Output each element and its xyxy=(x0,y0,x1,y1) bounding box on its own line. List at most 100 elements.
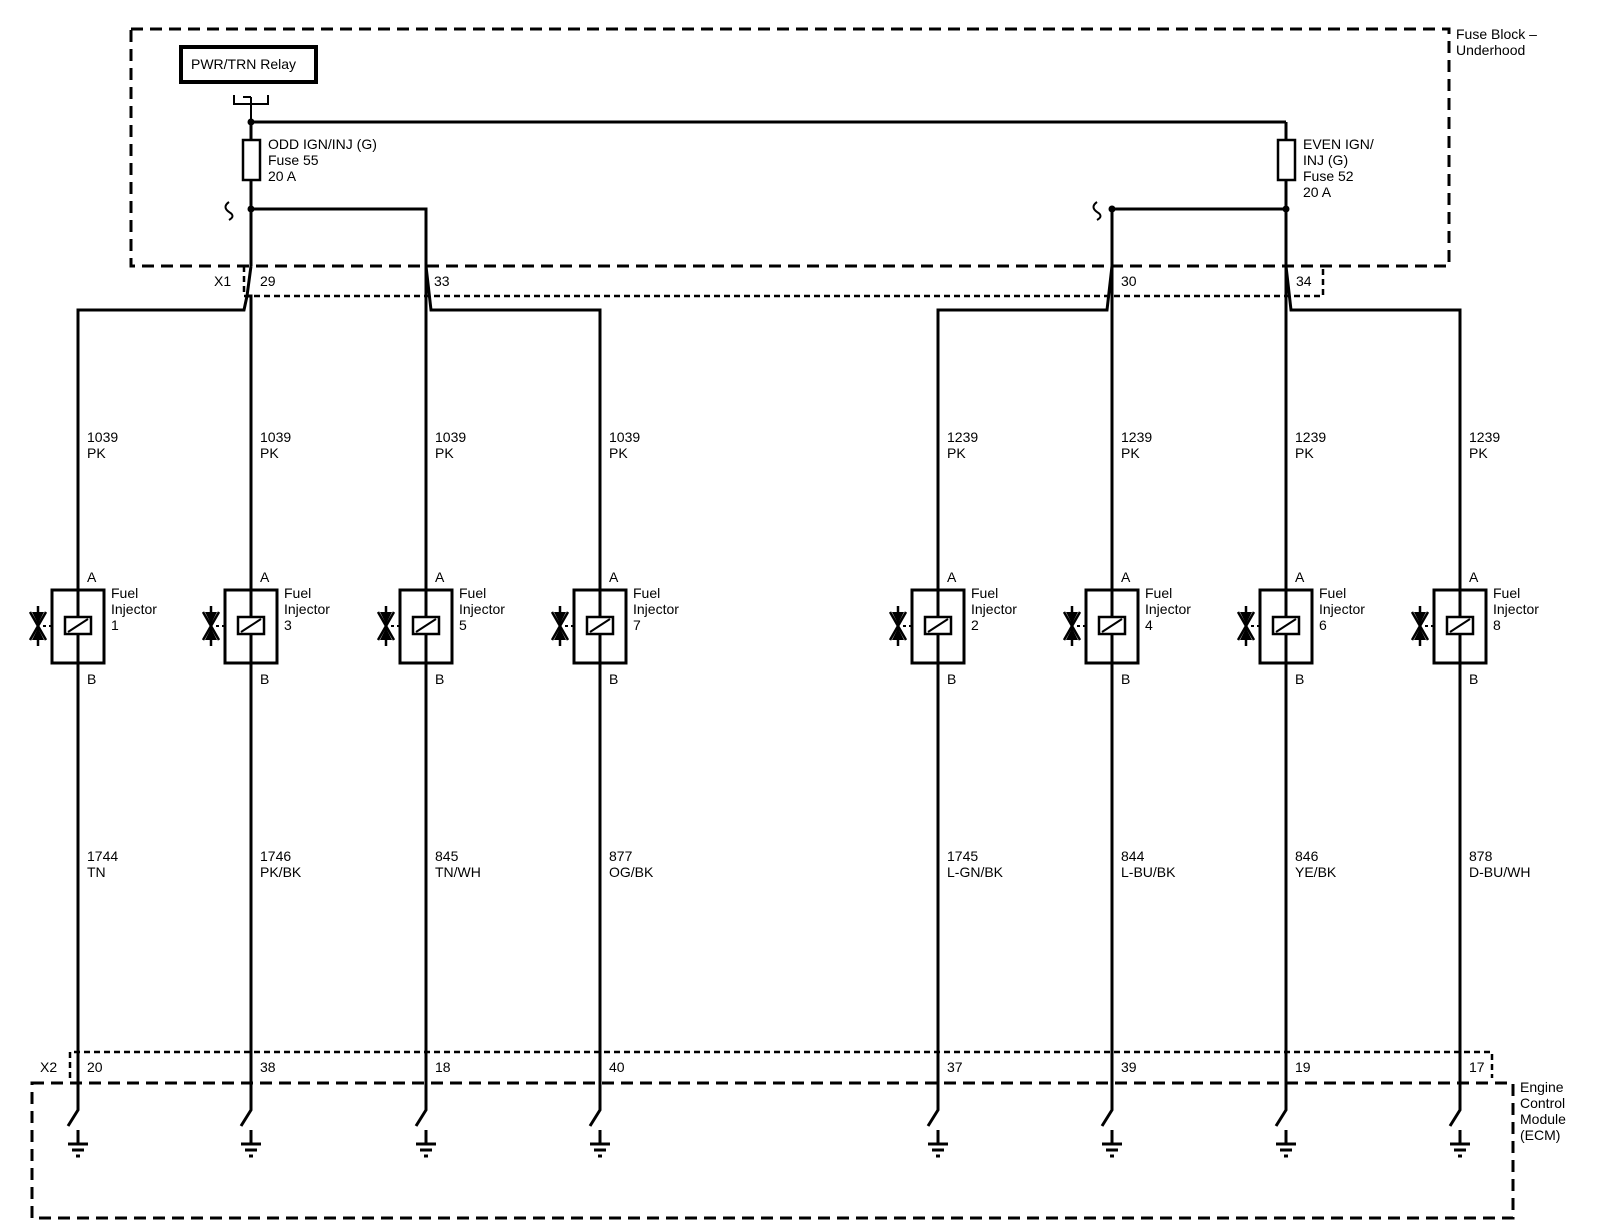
injector-label2-7: Injector xyxy=(633,601,679,617)
pin-29: 29 xyxy=(260,273,276,289)
fuse-odd-label-3: 20 A xyxy=(268,168,297,184)
ground-icon-4 xyxy=(1102,1142,1122,1158)
ground-icon-2 xyxy=(928,1142,948,1158)
ecm-driver-switch-6 xyxy=(1274,1078,1288,1144)
ecm-pin-2: 37 xyxy=(947,1059,963,1075)
ecm-pin-6: 19 xyxy=(1295,1059,1311,1075)
feed-circuit-7: 1039 xyxy=(609,429,640,445)
terminal-b-7: B xyxy=(609,671,618,687)
connector-x2 xyxy=(68,1050,1494,1078)
fuse-55 xyxy=(241,138,262,182)
ecm-driver-switch-8 xyxy=(1448,1078,1462,1144)
ecm-pin-8: 17 xyxy=(1469,1059,1485,1075)
feed-color-3: PK xyxy=(260,445,279,461)
pin-33: 33 xyxy=(434,273,450,289)
terminal-b-2: B xyxy=(947,671,956,687)
ground-icon-6 xyxy=(1276,1142,1296,1158)
ctrl-circuit-5: 845 xyxy=(435,848,459,864)
ecm-driver-switch-2 xyxy=(926,1078,940,1144)
ctrl-color-5: TN/WH xyxy=(435,864,481,880)
ecm-pin-3: 38 xyxy=(260,1059,276,1075)
fuse-odd-label-2: Fuse 55 xyxy=(268,152,319,168)
ecm-pin-1: 20 xyxy=(87,1059,103,1075)
feed-circuit-4: 1239 xyxy=(1121,429,1152,445)
ctrl-color-8: D-BU/WH xyxy=(1469,864,1530,880)
ecm-outline xyxy=(30,1081,1515,1220)
terminal-b-4: B xyxy=(1121,671,1130,687)
connector-x1 xyxy=(242,266,1325,298)
feed-circuit-1: 1039 xyxy=(87,429,118,445)
terminal-a-8: A xyxy=(1469,569,1479,585)
injector-label2-1: Injector xyxy=(111,601,157,617)
ecm-driver-switch-1 xyxy=(66,1078,80,1144)
feed-color-6: PK xyxy=(1295,445,1314,461)
terminal-a-7: A xyxy=(609,569,619,585)
injector-label2-2: Injector xyxy=(971,601,1017,617)
fuse-odd-label: ODD IGN/INJ (G) xyxy=(268,136,377,152)
injector-label2-8: Injector xyxy=(1493,601,1539,617)
feed-circuit-8: 1239 xyxy=(1469,429,1500,445)
injector-label2-5: Injector xyxy=(459,601,505,617)
terminal-b-1: B xyxy=(87,671,96,687)
ecm-label-4: (ECM) xyxy=(1520,1127,1560,1143)
ctrl-color-6: YE/BK xyxy=(1295,864,1337,880)
feed-color-2: PK xyxy=(947,445,966,461)
ctrl-color-2: L-GN/BK xyxy=(947,864,1004,880)
ctrl-color-4: L-BU/BK xyxy=(1121,864,1176,880)
ecm-label-2: Control xyxy=(1520,1095,1565,1111)
ground-icon-5 xyxy=(416,1142,436,1158)
pwr-trn-relay xyxy=(179,45,318,84)
terminal-a-1: A xyxy=(87,569,97,585)
injector-label2-3: Injector xyxy=(284,601,330,617)
ground-icon-7 xyxy=(590,1142,610,1158)
terminal-b-6: B xyxy=(1295,671,1304,687)
fuse-even-label: EVEN IGN/ xyxy=(1303,136,1374,152)
injector-label-3: Fuel xyxy=(284,585,311,601)
ctrl-circuit-2: 1745 xyxy=(947,848,978,864)
ecm-driver-switch-4 xyxy=(1100,1078,1114,1144)
ctrl-circuit-8: 878 xyxy=(1469,848,1493,864)
ctrl-color-3: PK/BK xyxy=(260,864,302,880)
injector-label-1: Fuel xyxy=(111,585,138,601)
ctrl-color-7: OG/BK xyxy=(609,864,654,880)
injector-label-4: Fuel xyxy=(1145,585,1172,601)
ecm-driver-switch-7 xyxy=(588,1078,602,1144)
fuse-even-label-4: 20 A xyxy=(1303,184,1332,200)
ecm-label-3: Module xyxy=(1520,1111,1566,1127)
ecm-pin-5: 18 xyxy=(435,1059,451,1075)
injector-label-2: Fuel xyxy=(971,585,998,601)
pin-30: 30 xyxy=(1121,273,1137,289)
ctrl-circuit-7: 877 xyxy=(609,848,633,864)
fuse-block-label-2: Underhood xyxy=(1456,42,1525,58)
terminal-b-8: B xyxy=(1469,671,1478,687)
fuse-52 xyxy=(1276,138,1297,182)
ctrl-circuit-6: 846 xyxy=(1295,848,1319,864)
injector-num-8: 8 xyxy=(1493,617,1501,633)
ctrl-circuit-3: 1746 xyxy=(260,848,291,864)
injector-num-4: 4 xyxy=(1145,617,1153,633)
feed-circuit-3: 1039 xyxy=(260,429,291,445)
fuse-block-outline xyxy=(129,27,1451,268)
ctrl-color-1: TN xyxy=(87,864,106,880)
connector-x1-label: X1 xyxy=(214,273,231,289)
injector-label-6: Fuel xyxy=(1319,585,1346,601)
feed-circuit-6: 1239 xyxy=(1295,429,1326,445)
ecm-pin-7: 40 xyxy=(609,1059,625,1075)
feed-circuit-5: 1039 xyxy=(435,429,466,445)
feed-color-1: PK xyxy=(87,445,106,461)
injector-num-3: 3 xyxy=(284,617,292,633)
feed-color-8: PK xyxy=(1469,445,1488,461)
terminal-a-3: A xyxy=(260,569,270,585)
terminal-a-4: A xyxy=(1121,569,1131,585)
fuse-even-label-3: Fuse 52 xyxy=(1303,168,1354,184)
connector-x2-label: X2 xyxy=(40,1059,57,1075)
injector-label2-6: Injector xyxy=(1319,601,1365,617)
terminal-a-5: A xyxy=(435,569,445,585)
terminal-b-5: B xyxy=(435,671,444,687)
injector-label-8: Fuel xyxy=(1493,585,1520,601)
injector-num-1: 1 xyxy=(111,617,119,633)
ctrl-circuit-4: 844 xyxy=(1121,848,1145,864)
fuse-even-label-2: INJ (G) xyxy=(1303,152,1348,168)
feed-color-4: PK xyxy=(1121,445,1140,461)
